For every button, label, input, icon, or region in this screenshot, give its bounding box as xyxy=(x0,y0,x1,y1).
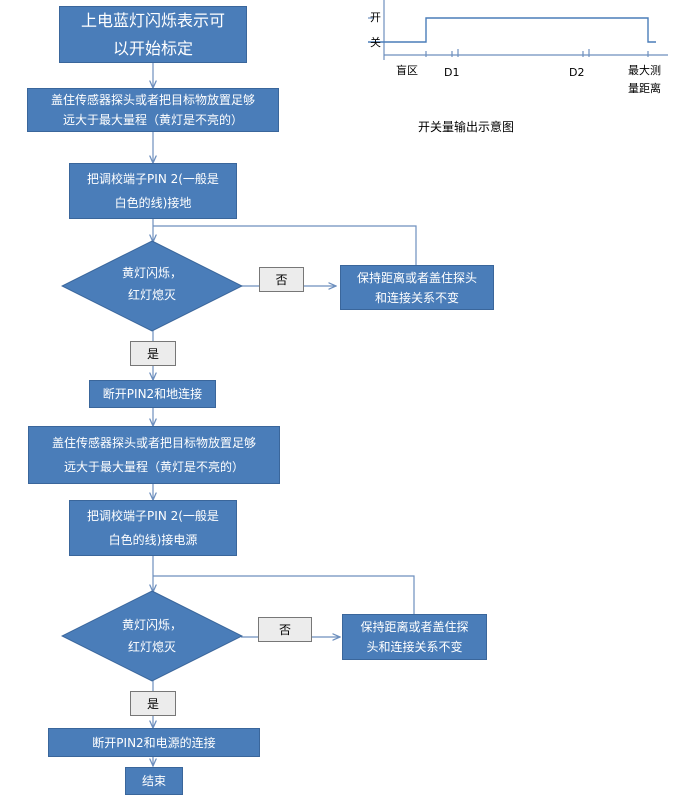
cover-probe-1-line1: 盖住传感器探头或者把目标物放置足够 xyxy=(50,93,255,107)
disconnect-power-text: 断开PIN2和电源的连接 xyxy=(92,735,216,750)
disconnect-ground-text: 断开PIN2和地连接 xyxy=(102,387,203,401)
decision-1-line2: 红灯熄灭 xyxy=(127,288,176,302)
end-box: 结束 xyxy=(125,767,183,795)
cover-probe-box-2: 盖住传感器探头或者把目标物放置足够 远大于最大量程（黄灯是不亮的） xyxy=(28,426,280,484)
pin2-ground-line1: 把调校端子PIN 2(一般是 xyxy=(87,172,219,186)
cover-probe-box-1: 盖住传感器探头或者把目标物放置足够 远大于最大量程（黄灯是不亮的） xyxy=(27,88,279,132)
end-text: 结束 xyxy=(141,774,166,788)
chart-label-off: 关 xyxy=(370,36,381,49)
start-box: 上电蓝灯闪烁表示可 以开始标定 xyxy=(59,6,247,63)
chart-label-max-line2: 量距离 xyxy=(628,82,661,95)
decision-diamond-1 xyxy=(61,240,243,332)
decision-2-line1: 黄灯闪烁， xyxy=(121,618,182,632)
hold-box-1: 保持距离或者盖住探头 和连接关系不变 xyxy=(340,265,494,310)
decision-2-label: 黄灯闪烁， 红灯熄灭 xyxy=(91,614,213,658)
no-tag-2: 否 xyxy=(258,617,312,642)
hold-2-line2: 头和连接关系不变 xyxy=(366,640,463,654)
chart-caption: 开关量输出示意图 xyxy=(418,120,515,134)
cover-probe-1-line2: 远大于最大量程（黄灯是不亮的） xyxy=(62,113,243,127)
hold-1-line1: 保持距离或者盖住探头 xyxy=(356,270,477,285)
hold-1-line2: 和连接关系不变 xyxy=(374,290,459,305)
chart-label-max-line1: 最大测 xyxy=(628,64,661,77)
pin2-ground-box: 把调校端子PIN 2(一般是 白色的线)接地 xyxy=(69,163,237,219)
disconnect-ground-box: 断开PIN2和地连接 xyxy=(89,380,216,408)
yes-tag-1: 是 xyxy=(130,341,176,366)
chart-label-blind: 盲区 xyxy=(396,64,418,77)
cover-probe-2-line1: 盖住传感器探头或者把目标物放置足够 xyxy=(51,436,256,450)
pin2-power-line2: 白色的线)接电源 xyxy=(108,533,198,547)
pin2-ground-line2: 白色的线)接地 xyxy=(114,196,192,210)
chart-label-d1: D1 xyxy=(444,66,460,79)
disconnect-power-box: 断开PIN2和电源的连接 xyxy=(48,728,260,757)
decision-2-line2: 红灯熄灭 xyxy=(127,640,176,654)
yes-tag-2: 是 xyxy=(130,691,176,716)
hold-2-line1: 保持距离或者盖住探 xyxy=(360,620,469,634)
pin2-power-line1: 把调校端子PIN 2(一般是 xyxy=(87,509,219,523)
decision-1-label: 黄灯闪烁， 红灯熄灭 xyxy=(91,262,213,306)
start-line2: 以开始标定 xyxy=(112,38,193,58)
hold-box-2: 保持距离或者盖住探 头和连接关系不变 xyxy=(342,614,487,660)
no-tag-1: 否 xyxy=(259,267,304,292)
pin2-power-box: 把调校端子PIN 2(一般是 白色的线)接电源 xyxy=(69,500,237,556)
cover-probe-2-line2: 远大于最大量程（黄灯是不亮的） xyxy=(63,460,244,474)
chart-label-on: 开 xyxy=(370,11,381,24)
decision-1-line1: 黄灯闪烁， xyxy=(121,266,182,280)
start-line1: 上电蓝灯闪烁表示可 xyxy=(80,10,225,30)
decision-diamond-2 xyxy=(61,590,243,682)
chart-label-d2: D2 xyxy=(569,66,585,79)
